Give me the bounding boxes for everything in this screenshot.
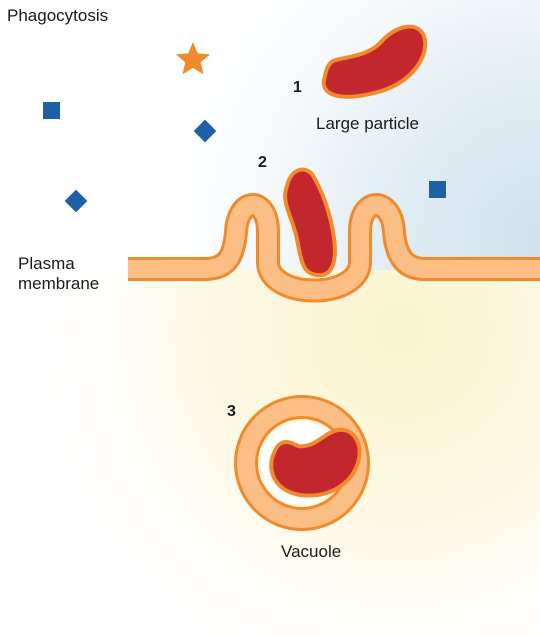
vacuole-label: Vacuole: [281, 542, 342, 561]
engulfed-particle: [269, 427, 362, 498]
plasma-membrane-label-line2: membrane: [18, 274, 100, 293]
diamond-icon: [64, 189, 88, 213]
large-particle-label: Large particle: [316, 114, 420, 133]
large-particle-1: [321, 24, 428, 99]
large-particle-2: [283, 167, 337, 278]
step-3-number: 3: [227, 403, 236, 420]
star-icon: [175, 42, 211, 75]
square-icon: [429, 181, 446, 198]
plasma-membrane-label-line1: Plasma: [18, 254, 75, 273]
step-2-number: 2: [258, 154, 267, 171]
square-icon: [43, 102, 60, 119]
diagram-title: Phagocytosis: [7, 6, 109, 25]
step-1-number: 1: [293, 79, 302, 96]
plasma-membrane-fill: [128, 196, 540, 300]
